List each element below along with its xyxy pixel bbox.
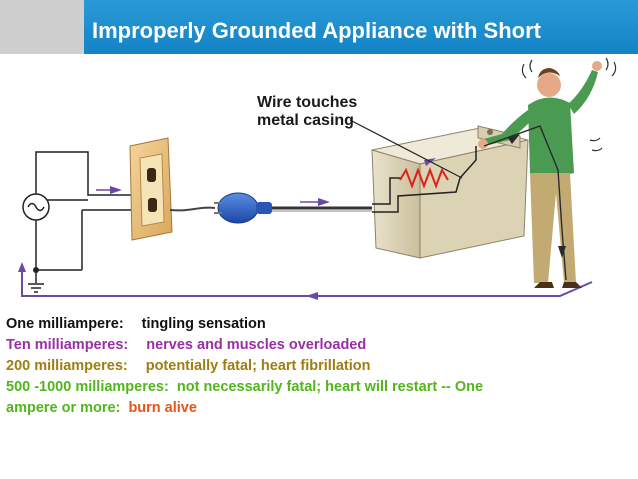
callout-leader xyxy=(349,119,463,179)
arrow-right-icon xyxy=(508,134,520,144)
current-effects-list: One milliampere: tingling sensation Ten m… xyxy=(6,314,636,419)
power-plug xyxy=(214,192,272,224)
note-line-3: 200 milliamperes: potentially fatal; hear… xyxy=(6,356,636,377)
internal-wiring xyxy=(372,146,477,213)
callout-label: Wire touches metal casing xyxy=(257,94,357,130)
callout-line-2: metal casing xyxy=(257,112,354,129)
return-current-path xyxy=(21,268,593,297)
note-5-value: burn alive xyxy=(128,400,197,416)
arrow-down-icon xyxy=(558,246,566,258)
note-4-text: 500 -1000 milliamperes: not necessarily … xyxy=(6,379,484,395)
note-line-5: ampere or more: burn alive xyxy=(6,398,636,419)
header-gray-block xyxy=(0,0,84,54)
arrow-left-icon xyxy=(306,292,318,300)
note-line-2: Ten milliamperes: nerves and muscles over… xyxy=(6,335,636,356)
heating-element xyxy=(399,167,449,189)
ac-wave-icon xyxy=(27,202,45,212)
wall-outlet xyxy=(129,137,173,241)
arrow-right-icon xyxy=(318,198,330,206)
note-1-value: tingling sensation xyxy=(141,316,266,332)
circuit-diagram xyxy=(18,57,617,300)
arrow-up-icon xyxy=(18,262,26,272)
header-bar xyxy=(84,0,638,54)
power-cord xyxy=(169,206,216,212)
note-1-label: One milliampere: xyxy=(6,316,124,332)
callout-line-1: Wire touches xyxy=(257,94,358,111)
ground-symbol xyxy=(28,283,44,293)
note-line-4: 500 -1000 milliamperes: not necessarily … xyxy=(6,377,636,398)
note-2-value: nerves and muscles overloaded xyxy=(146,337,367,353)
note-line-1: One milliampere: tingling sensation xyxy=(6,314,636,335)
note-3-label: 200 milliamperes: xyxy=(6,358,128,374)
ground-node xyxy=(33,267,39,273)
note-2-label: Ten milliamperes: xyxy=(6,337,129,353)
slide-title: Improperly Grounded Appliance with Short xyxy=(92,18,541,43)
arrow-right-icon xyxy=(110,186,122,194)
shock-lines xyxy=(521,57,617,152)
note-3-value: potentially fatal; heart fibrillation xyxy=(145,358,371,374)
note-5-label: ampere or more: xyxy=(6,400,121,416)
